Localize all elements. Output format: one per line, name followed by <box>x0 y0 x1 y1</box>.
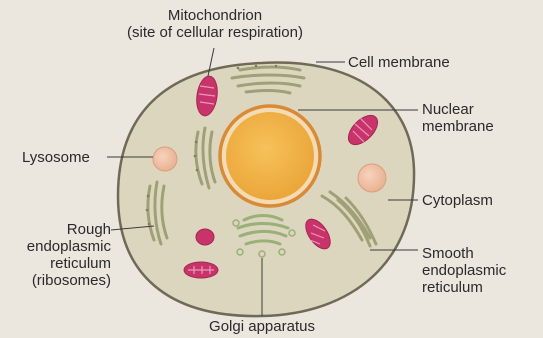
smooth-er-line1: Smooth <box>422 245 506 262</box>
golgi-label: Golgi apparatus <box>186 318 338 335</box>
nuclear-membrane-label: Nuclear membrane <box>422 101 494 135</box>
smooth-er-label: Smooth endoplasmic reticulum <box>422 245 506 296</box>
cell-membrane-label: Cell membrane <box>348 54 450 71</box>
rough-er-line4: (ribosomes) <box>4 272 111 289</box>
mitochondrion <box>196 229 214 245</box>
nucleus-interior <box>226 112 314 200</box>
rough-er-line1: Rough <box>4 221 111 238</box>
nucleus <box>220 106 320 206</box>
rough-er-line3: reticulum <box>4 255 111 272</box>
rough-er-label: Rough endoplasmic reticulum (ribosomes) <box>4 221 111 289</box>
nuclear-membrane-line1: Nuclear <box>422 101 494 118</box>
rough-er-line2: endoplasmic <box>4 238 111 255</box>
cytoplasm-label: Cytoplasm <box>422 192 493 209</box>
mitochondrion-note: (site of cellular respiration) <box>105 24 325 41</box>
smooth-er-line3: reticulum <box>422 279 506 296</box>
lysosome <box>358 164 386 192</box>
mitochondrion-title: Mitochondrion <box>105 7 325 24</box>
smooth-er-line2: endoplasmic <box>422 262 506 279</box>
nuclear-membrane-line2: membrane <box>422 118 494 135</box>
lysosome-label: Lysosome <box>22 149 90 166</box>
mitochondrion-label: Mitochondrion (site of cellular respirat… <box>105 7 325 41</box>
lysosome <box>153 147 177 171</box>
